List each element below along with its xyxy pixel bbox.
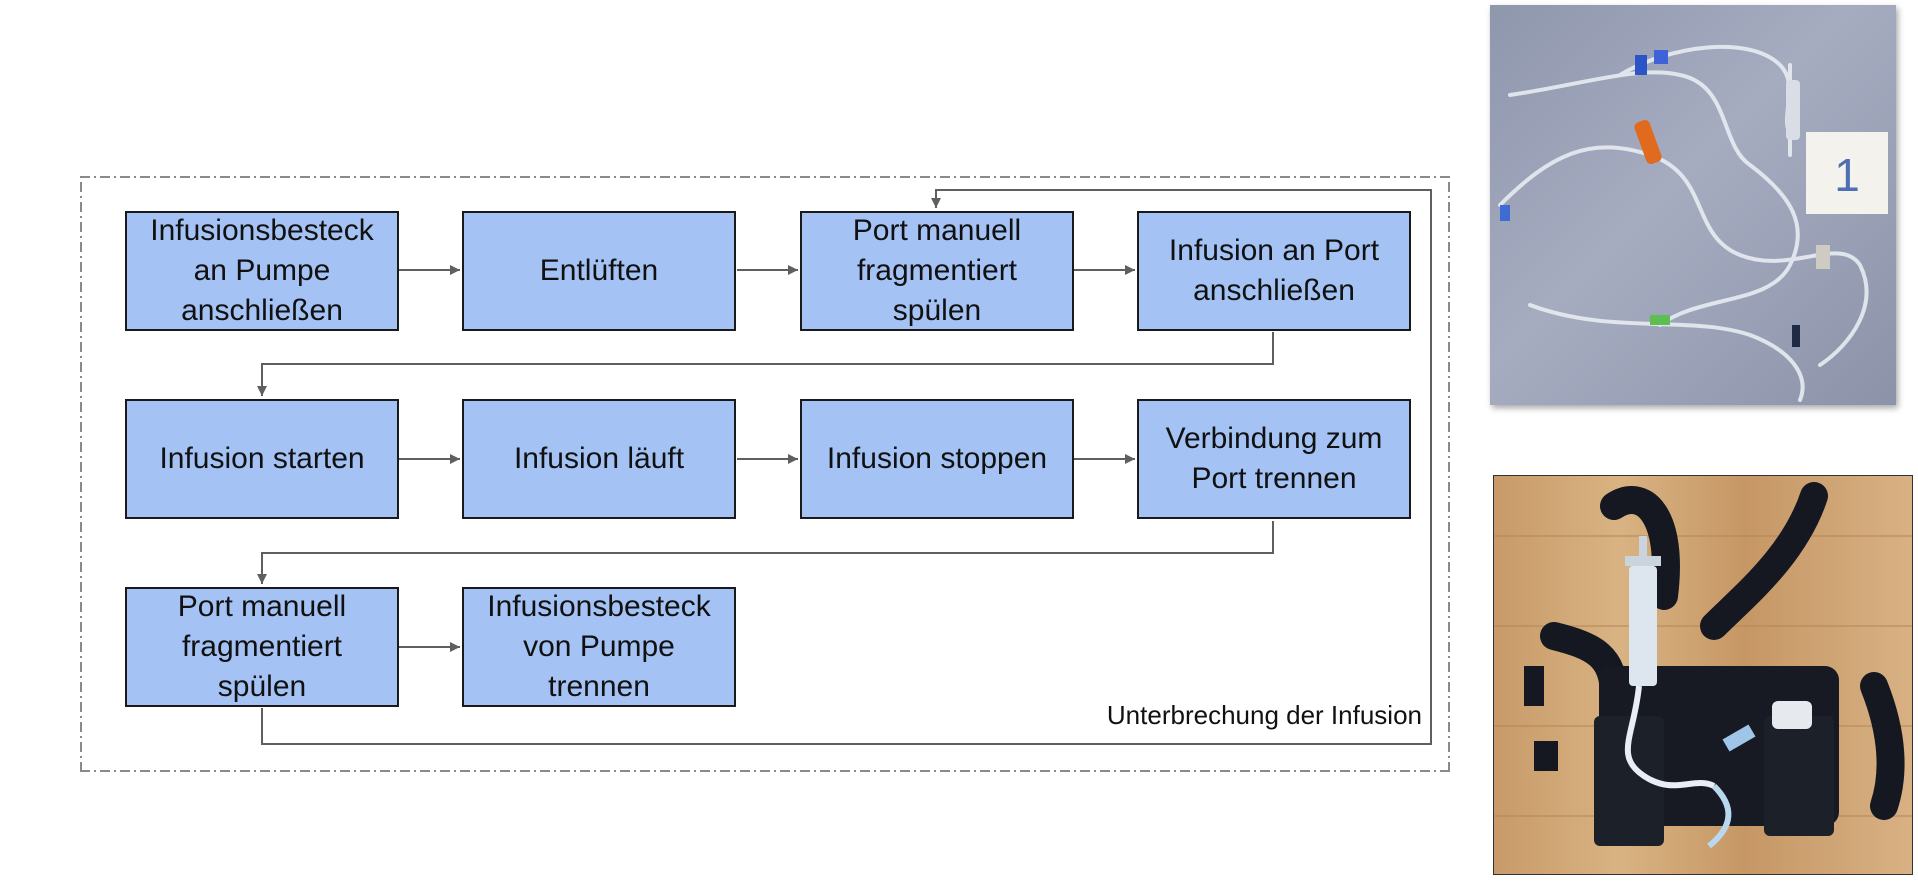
photo-infusion-set: 1 — [1490, 5, 1896, 405]
edge-n8-n9 — [257, 521, 1274, 584]
node-deaerate: Entlüften — [462, 211, 736, 331]
harness-illustration — [1494, 482, 1912, 849]
node-infusion-running: Infusion läuft — [462, 399, 736, 519]
node-start-infusion: Infusion starten — [125, 399, 399, 519]
photo-chest-harness — [1493, 475, 1913, 875]
edge-n4-n5 — [257, 332, 1274, 396]
edge-n9-n3-loop — [261, 189, 1432, 745]
node-flush-port: Port manuell fragmentiert spülen — [800, 211, 1074, 331]
photo-label-number: 1 — [1834, 149, 1860, 201]
infusion-tubing-illustration: 1 — [1498, 44, 1888, 402]
loop-label: Unterbrechung der Infusion — [1106, 700, 1422, 730]
node-connect-set-to-pump: Infusionsbesteck an Pumpe anschließen — [125, 211, 399, 331]
node-disconnect-set-from-pump: Infusionsbesteck von Pumpe trennen — [462, 587, 736, 707]
node-stop-infusion: Infusion stoppen — [800, 399, 1074, 519]
node-flush-port-after: Port manuell fragmentiert spülen — [125, 587, 399, 707]
node-disconnect-port: Verbindung zum Port trennen — [1137, 399, 1411, 519]
node-connect-infusion-to-port: Infusion an Port anschließen — [1137, 211, 1411, 331]
